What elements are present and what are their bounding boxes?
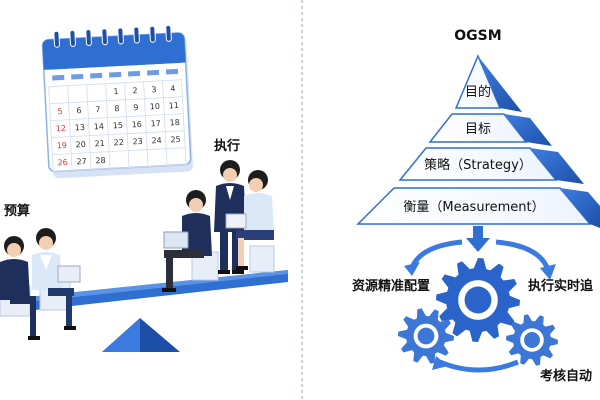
resources-label: 资源精准配置 — [352, 278, 430, 294]
person-execution-3 — [225, 170, 274, 270]
calendar-weekday-row — [52, 68, 179, 81]
weekday-marker — [127, 70, 141, 77]
calendar-date: 17 — [150, 119, 161, 129]
weekday-marker — [109, 71, 122, 78]
calendar-date: 21 — [94, 139, 105, 149]
pyramid-level-goal: 目标 — [465, 122, 491, 137]
arrow-head-right-icon — [540, 264, 556, 280]
calendar-rings — [53, 24, 172, 48]
pyramid-level-purpose: 目的 — [465, 84, 491, 100]
calendar-date: 5 — [57, 107, 63, 116]
calendar-date: 9 — [133, 103, 139, 112]
person-execution-1 — [162, 190, 212, 292]
calendar-date: 3 — [151, 85, 157, 94]
calendar-date: 14 — [94, 122, 105, 132]
calendar-date: 20 — [75, 140, 86, 150]
calendar-ring-icon — [53, 30, 60, 48]
calendar-date: 11 — [169, 101, 180, 111]
person-budget-1 — [0, 236, 40, 340]
calendar-date: 24 — [151, 136, 162, 146]
execution-label: 执行 — [214, 138, 240, 154]
arrow-head-bottom-icon — [432, 356, 448, 370]
calendar-date: 19 — [56, 141, 67, 151]
calendar-date: 7 — [95, 105, 101, 114]
gear-small-right-icon — [506, 314, 558, 366]
down-arrow-icon — [466, 226, 490, 252]
calendar-date: 18 — [169, 118, 180, 128]
calendar-ring-icon — [133, 26, 140, 44]
person-budget-2 — [32, 228, 81, 330]
calendar-date: 1 — [113, 87, 119, 96]
budget-label: 预算 — [4, 203, 30, 219]
execution-tracking-label: 执行实时追 — [528, 278, 594, 294]
calendar-date: 4 — [170, 84, 176, 93]
calendar-ring-icon — [101, 28, 108, 46]
calendar-date: 13 — [75, 123, 86, 133]
gear-small-left-icon — [398, 308, 454, 364]
calendar-ring-icon — [117, 27, 124, 45]
calendar-date: 12 — [56, 124, 67, 134]
calendar-date: 2 — [132, 86, 138, 95]
right-seats — [191, 245, 275, 281]
arrow-head-left-icon — [404, 262, 420, 276]
weekday-marker — [52, 74, 65, 81]
gear-large-icon — [436, 258, 520, 342]
ogsm-pyramid: 目的 目标 策略（Strategy） 衡量（Measurement） — [356, 54, 600, 228]
calendar-date: 6 — [76, 106, 82, 115]
calendar-ring-icon — [149, 25, 156, 43]
ogsm-title: OGSM — [454, 28, 501, 44]
pyramid-level-measurement: 衡量（Measurement） — [403, 200, 544, 215]
weekday-marker — [146, 69, 160, 76]
weekday-marker — [71, 73, 84, 80]
weekday-marker — [165, 68, 179, 75]
calendar-date: 27 — [76, 157, 87, 167]
pyramid-level-strategy: 策略（Strategy） — [424, 157, 532, 173]
weekday-marker — [90, 72, 103, 79]
calendar-ring-icon — [69, 29, 76, 47]
calendar-date: 26 — [57, 158, 68, 168]
calendar-date: 16 — [131, 120, 142, 130]
right-panel: OGSM 目的 目标 策略（Strategy） 衡量（Measurement） — [352, 28, 600, 384]
calendar-ring-icon — [165, 24, 172, 42]
calendar-ring-icon — [85, 29, 92, 47]
calendar-date: 23 — [132, 137, 143, 147]
assessment-label: 考核自动 — [540, 368, 592, 384]
calendar-date: 10 — [150, 102, 161, 112]
calendar-date: 22 — [113, 138, 124, 148]
calendar-date: 25 — [170, 135, 181, 145]
calendar-date: 8 — [114, 104, 120, 113]
calendar-date: 28 — [95, 156, 106, 166]
calendar-date: 15 — [112, 121, 123, 131]
